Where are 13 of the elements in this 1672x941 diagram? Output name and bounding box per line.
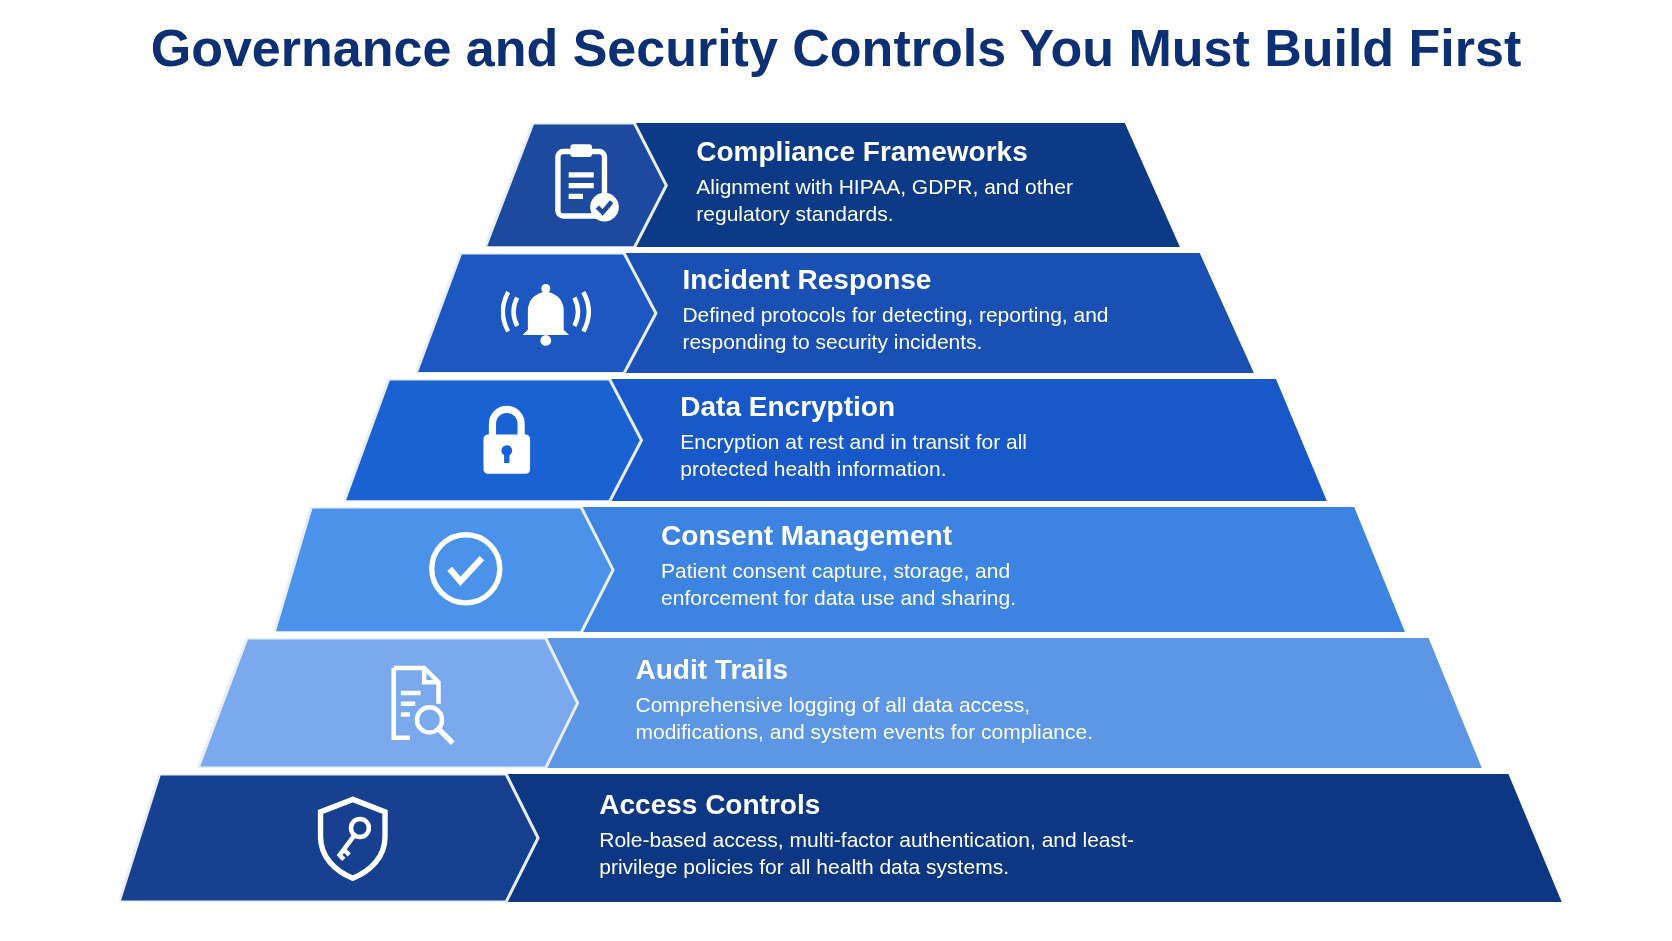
tier-heading: Data Encryption — [680, 389, 896, 424]
tier-description: Patient consent capture, storage, and enforcement for data use and sharing. — [661, 558, 1017, 612]
tier-heading: Access Controls — [599, 788, 822, 823]
tier-description: Alignment with HIPAA, GDPR, and other regulatory standards. — [696, 174, 1074, 227]
tier-description: Comprehensive logging of all data access, modifications, and system events for compliance. — [635, 691, 1095, 745]
tier-heading: Incident Response — [682, 262, 933, 297]
tier-description: Role-based access, multi-factor authentication, and least-privilege policies for all health data systems. — [599, 827, 1135, 881]
tier-description: Defined protocols for detecting, reporting, and responding to security incidents. — [682, 301, 1109, 355]
tier-heading: Audit Trails — [635, 652, 789, 687]
tier-heading: Compliance Frameworks — [696, 135, 1029, 169]
diagram-title: Governance and Security Controls You Must Build First — [149, 18, 1523, 78]
tier-heading: Consent Management — [661, 519, 954, 554]
tier-description: Encryption at rest and in transit for all protected health information. — [680, 428, 1028, 482]
